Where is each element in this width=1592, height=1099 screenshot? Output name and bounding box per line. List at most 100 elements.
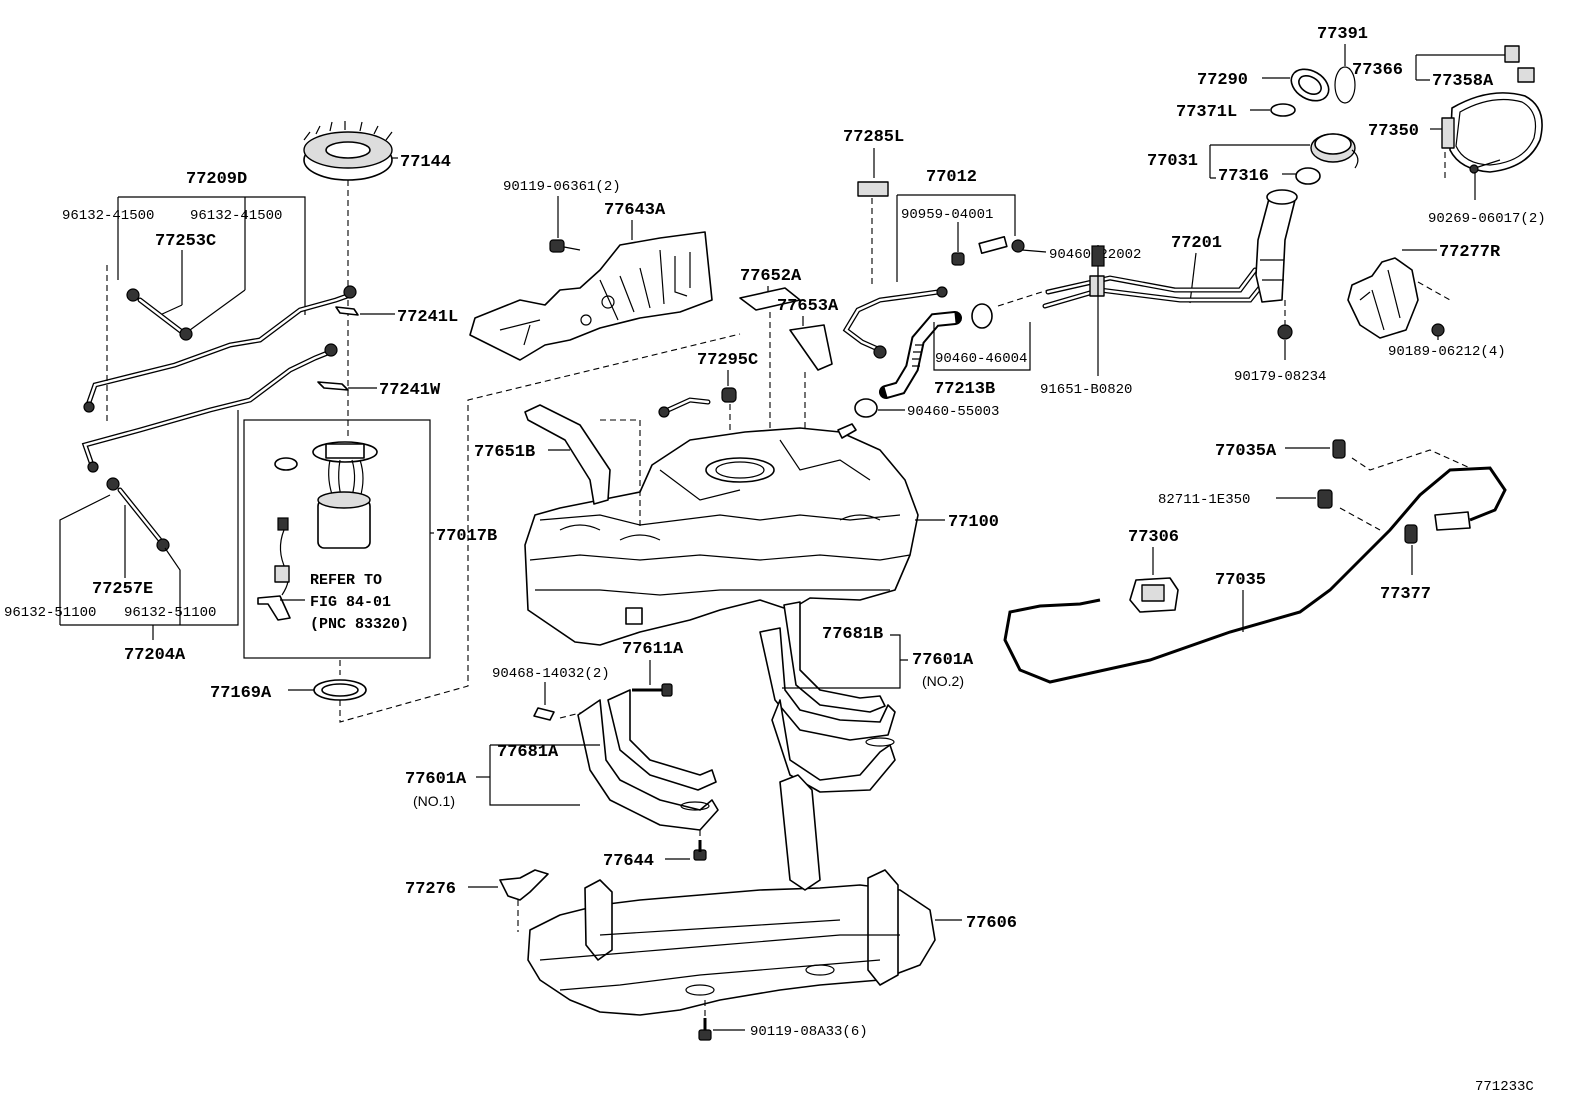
label-82711-1E350: 82711-1E350	[1158, 492, 1250, 508]
label-77644: 77644	[603, 852, 654, 871]
vent-hose-77012	[842, 286, 948, 359]
label-77253C: 77253C	[155, 232, 216, 251]
clip-77276	[499, 869, 549, 901]
short-tube	[978, 236, 1008, 254]
label-90119-08A33: 90119-08A33(6)	[750, 1024, 868, 1040]
gasket-77316	[1295, 167, 1321, 185]
label-90460-46004: 90460-46004	[935, 351, 1027, 367]
label-77653A: 77653A	[777, 297, 839, 316]
reference-note-line2: FIG 84-01	[310, 594, 391, 611]
breather-hose-77213B	[879, 311, 962, 399]
label-77643A: 77643A	[604, 201, 666, 220]
label-96132-41500-a: 96132-41500	[62, 208, 154, 224]
clip-77035A	[1332, 439, 1346, 459]
bolt-90119-06361	[549, 239, 581, 253]
label-77277R: 77277R	[1439, 243, 1501, 262]
bracket-77204A	[59, 410, 239, 626]
bolt-77644	[693, 840, 707, 861]
label-96132-51100-a: 96132-51100	[4, 605, 96, 621]
label-77601A-no1: 77601A	[405, 770, 467, 789]
bolt-77611A	[632, 683, 673, 697]
clamp-90460-22002	[1011, 239, 1025, 253]
label-77611A: 77611A	[622, 640, 684, 659]
nut-90179-08234	[1277, 324, 1293, 340]
fuel-tube-lower	[81, 343, 338, 473]
label-77681B: 77681B	[822, 625, 883, 644]
label-77350: 77350	[1368, 122, 1419, 141]
label-77257E: 77257E	[92, 580, 153, 599]
bracket-77601A-no1	[489, 744, 600, 806]
screw-90269-06017	[1469, 159, 1501, 174]
label-77209D: 77209D	[186, 170, 247, 189]
label-77377: 77377	[1380, 585, 1431, 604]
ring-77371L	[1270, 103, 1296, 117]
bracket-77213B	[933, 322, 1031, 371]
fuel-pump-module	[257, 441, 378, 621]
bracket-77209D	[117, 196, 306, 315]
lid-opener-lever-77306	[1129, 577, 1179, 613]
label-77391: 77391	[1317, 25, 1368, 44]
label-77651B: 77651B	[474, 443, 535, 462]
fuel-tank-band-no1	[577, 689, 719, 831]
clamp-82711-1E350	[1317, 489, 1333, 509]
label-90468-14032: 90468-14032(2)	[492, 666, 610, 682]
label-77295C: 77295C	[697, 351, 758, 370]
bracket-77012	[896, 194, 1016, 282]
reference-note-line3: (PNC 83320)	[310, 616, 409, 633]
label-77241W: 77241W	[379, 381, 441, 400]
label-77290: 77290	[1197, 71, 1248, 90]
label-77601A-no2: 77601A	[912, 651, 974, 670]
label-77100: 77100	[948, 513, 999, 532]
label-90119-06361: 90119-06361(2)	[503, 179, 621, 195]
o-ring-77391	[1334, 66, 1356, 104]
clip-90959-04001	[951, 252, 965, 266]
fuel-hose-upper	[126, 288, 193, 341]
cushion-77652A	[739, 287, 801, 311]
clip-77241L	[335, 306, 359, 316]
label-77213B: 77213B	[934, 380, 995, 399]
label-77652A: 77652A	[740, 267, 802, 286]
label-no2: (NO.2)	[922, 673, 964, 689]
label-77144: 77144	[400, 153, 451, 172]
label-90959-04001: 90959-04001	[901, 207, 993, 223]
label-77606: 77606	[966, 914, 1017, 933]
label-77035A: 77035A	[1215, 442, 1277, 461]
label-77241L: 77241L	[397, 308, 458, 327]
label-77306: 77306	[1128, 528, 1179, 547]
label-90269-06017: 90269-06017(2)	[1428, 211, 1546, 227]
diagram-code: 771233C	[1475, 1079, 1534, 1095]
lid-opener-cable-77035	[1003, 466, 1507, 684]
hinge-77366	[1504, 45, 1520, 63]
fuel-pump-retainer-ring-77144	[303, 121, 393, 181]
label-77285L: 77285L	[843, 128, 904, 147]
label-77316: 77316	[1218, 167, 1269, 186]
label-77031: 77031	[1147, 152, 1198, 171]
label-77201: 77201	[1171, 234, 1222, 253]
band-77651B	[524, 404, 611, 505]
clip-90189-06212	[1431, 323, 1445, 337]
spring-77358A	[1517, 67, 1535, 83]
fuel-cap-77031	[1310, 133, 1359, 169]
label-77371L: 77371L	[1176, 103, 1237, 122]
fuel-lid-77350	[1441, 92, 1543, 173]
clip-77295C	[721, 370, 737, 403]
label-77366: 77366	[1352, 61, 1403, 80]
fuel-pump-assembly-box-77017B	[243, 419, 431, 659]
clamp-77285L	[857, 181, 889, 197]
label-77681A: 77681A	[497, 743, 559, 762]
label-90460-55003: 90460-55003	[907, 404, 999, 420]
bolt-91651-B0820	[1091, 245, 1105, 267]
label-90189-06212: 90189-06212(4)	[1388, 344, 1506, 360]
label-77017B: 77017B	[436, 527, 497, 546]
protector-77277R	[1347, 257, 1419, 339]
label-77276: 77276	[405, 880, 456, 899]
label-77169A: 77169A	[210, 684, 272, 703]
clamp-90460-46004	[971, 303, 993, 329]
clamp-90460-55003	[854, 398, 878, 418]
label-no1: (NO.1)	[413, 793, 455, 809]
bracket-77366	[1415, 54, 1505, 81]
label-96132-51100-b: 96132-51100	[124, 605, 216, 621]
label-90179-08234: 90179-08234	[1234, 369, 1326, 385]
cushion-77653A	[789, 324, 833, 371]
